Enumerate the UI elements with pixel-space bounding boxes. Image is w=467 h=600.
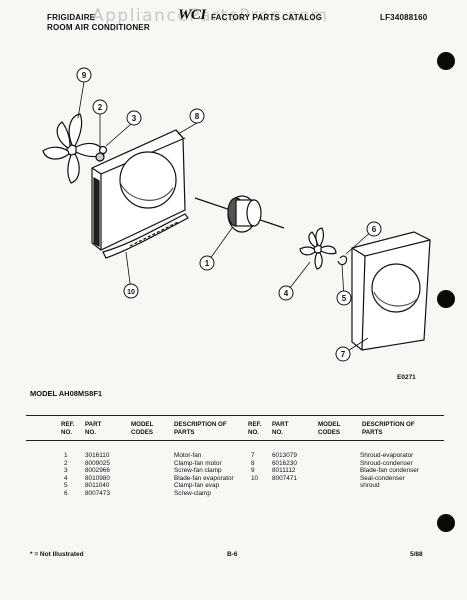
evaporator-fan-blade	[299, 227, 337, 270]
callouts	[76, 67, 382, 362]
binder-hole-bottom	[437, 514, 455, 532]
col-header-codes-right: MODEL CODES	[318, 421, 341, 436]
callout-label-9: 9	[82, 71, 87, 80]
table-top-rule	[26, 415, 444, 416]
row-part-number: 6013079	[272, 452, 297, 459]
callout-label-2: 2	[98, 103, 103, 112]
row-description: Screw-clamp	[174, 490, 211, 497]
seal-condenser-shroud	[102, 213, 189, 259]
catalog-title: FACTORY PARTS CATALOG	[211, 13, 323, 22]
condenser-shroud	[91, 129, 186, 251]
watermark: AppliancePartsPros.com	[92, 6, 329, 26]
table-header-rule	[26, 440, 444, 441]
row-part-number: 8011112	[272, 467, 296, 475]
product-name: ROOM AIR CONDITIONER	[47, 23, 150, 32]
callout-2	[92, 99, 108, 115]
row-description: Shroud-condenser	[360, 459, 413, 467]
callout-label-4: 4	[284, 289, 289, 298]
row-ref-number: 10	[251, 474, 259, 482]
callout-label-1: 1	[205, 259, 210, 268]
model-label: MODEL AH08MS8F1	[30, 389, 103, 398]
callout-1	[199, 255, 215, 271]
row-part-number: 8002966	[85, 467, 110, 475]
row-description: Shroud-evaporator	[360, 452, 414, 459]
catalog-model-code: LF34088160	[380, 13, 428, 22]
catalog-date: 5/88	[410, 551, 423, 558]
binder-hole-middle	[437, 290, 455, 308]
callout-5	[336, 290, 352, 306]
wci-logo: WCI	[178, 7, 206, 23]
callout-label-3: 3	[132, 114, 137, 123]
exploded-parts-diagram: 9 2 3 8 1 4 5 6 7 10 E0271	[42, 67, 431, 381]
row-ref-number: 7	[251, 452, 255, 459]
callout-8	[189, 108, 205, 124]
col-header-ref-right: REF. NO.	[248, 421, 262, 436]
row-ref-number: 2	[64, 459, 68, 467]
callout-9	[76, 67, 92, 83]
row-description: Clamp-fan evap	[174, 482, 220, 490]
row-description: Blade-fan evaporator	[174, 474, 234, 482]
callout-3	[126, 110, 142, 126]
row-description: Screw-fan clamp	[174, 467, 222, 475]
row-part-number: 8011040	[85, 482, 110, 490]
row-ref-number: 9	[251, 467, 255, 475]
row-part-number: 8009025	[85, 459, 110, 467]
row-ref-number: 5	[64, 482, 68, 490]
col-header-part-right: PART NO.	[272, 421, 289, 436]
callout-label-6: 6	[372, 225, 377, 234]
page-number: B-6	[227, 551, 238, 558]
callout-label-8: 8	[195, 112, 200, 121]
brand-name: FRIGIDAIRE	[47, 13, 96, 22]
row-ref-number: 4	[64, 474, 68, 482]
row-description-continued: shroud	[360, 482, 380, 490]
callout-label-10: 10	[127, 289, 135, 296]
binder-hole-top	[437, 52, 455, 70]
row-ref-number: 1	[64, 452, 68, 459]
figure-code: E0271	[397, 374, 416, 381]
row-description: Seal-condenser	[360, 474, 405, 482]
callout-7	[335, 346, 351, 362]
col-header-part-left: PART NO.	[85, 421, 102, 436]
callout-label-7: 7	[341, 350, 346, 359]
col-header-codes-left: MODEL CODES	[131, 421, 154, 436]
col-header-desc-left: DESCRIPTION OF PARTS	[174, 421, 227, 436]
not-illustrated-note: * = Not Illustrated	[30, 551, 84, 558]
col-header-ref-left: REF. NO.	[61, 421, 75, 436]
row-ref-number: 3	[64, 467, 68, 475]
evaporator-shroud	[351, 231, 431, 351]
fan-motor	[194, 195, 285, 233]
callout-label-5: 5	[342, 294, 347, 303]
row-description: Clamp-fan motor	[174, 459, 222, 467]
row-description: Motor-fan	[174, 452, 202, 459]
row-part-number: 8007473	[85, 490, 110, 497]
row-part-number: 6016230	[272, 459, 297, 467]
col-header-desc-right: DESCRIPTION OF PARTS	[362, 421, 415, 436]
row-ref-number: 6	[64, 490, 68, 497]
callout-10	[123, 283, 139, 299]
callout-4	[278, 285, 294, 301]
row-description: Blade-fan condenser	[360, 467, 419, 475]
callout-6	[366, 221, 382, 237]
row-part-number: 8010980	[85, 474, 110, 482]
row-ref-number: 8	[251, 459, 255, 467]
row-part-number: 8007471	[272, 474, 297, 482]
condenser-fan-blade	[42, 113, 105, 184]
row-part-number: 3016110	[85, 452, 110, 459]
